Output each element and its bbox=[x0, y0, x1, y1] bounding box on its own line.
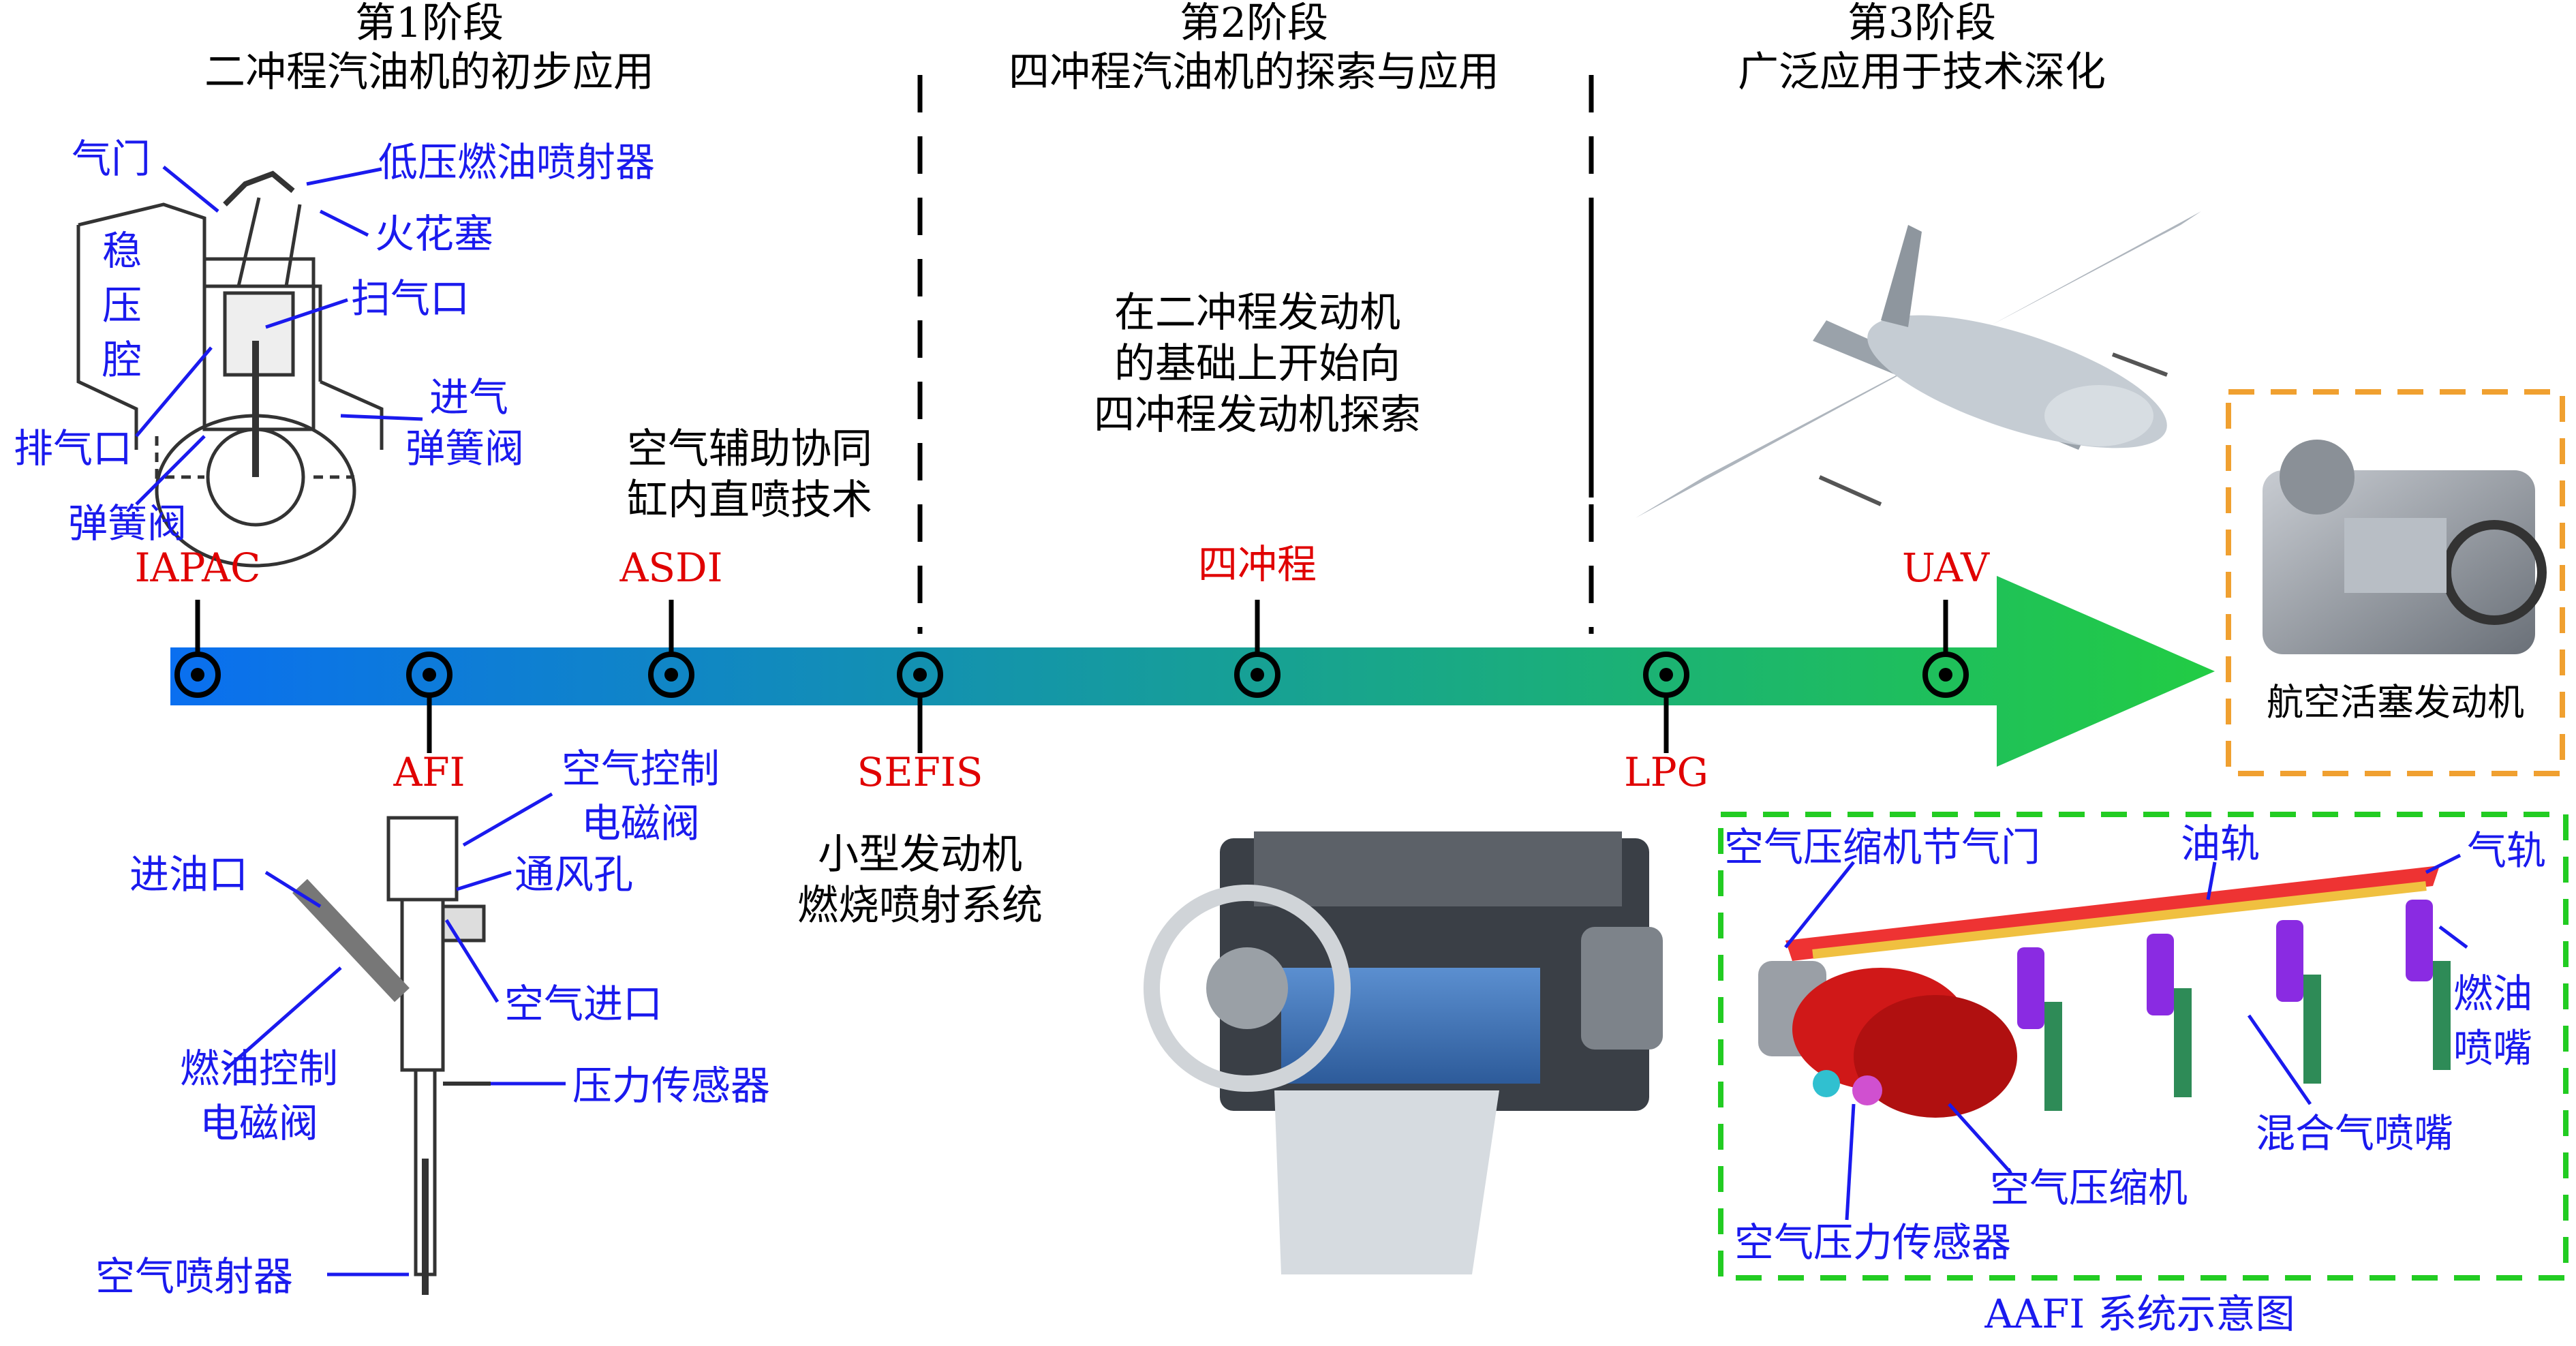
four-stroke-note-line-3: 四冲程发动机探索 bbox=[1094, 391, 1421, 439]
timeline-nodes bbox=[195, 600, 1948, 753]
tech-label-lpg: LPG bbox=[1624, 749, 1708, 795]
asdi-note-line-1: 空气辅助协同 bbox=[627, 425, 872, 473]
tech-label-sefis: SEFIS bbox=[857, 749, 983, 795]
stage-2-desc: 四冲程汽油机的探索与应用 bbox=[1009, 48, 1499, 96]
afi-label-air-solenoid-1: 空气控制 bbox=[561, 746, 720, 792]
four-stroke-note-line-2: 的基础上开始向 bbox=[1114, 340, 1400, 388]
tech-label-four-stroke: 四冲程 bbox=[1197, 541, 1317, 587]
asdi-note-line-2: 缸内直喷技术 bbox=[627, 476, 872, 524]
afi-label-air-solenoid-2: 电磁阀 bbox=[581, 800, 701, 846]
aafi-label-fuel-rail: 油轨 bbox=[2181, 821, 2260, 867]
afi-label-pressure-sensor: 压力传感器 bbox=[572, 1062, 771, 1109]
aafi-label-fuel-nozzle-1: 燃油 bbox=[2453, 970, 2533, 1017]
stage-3-desc: 广泛应用于技术深化 bbox=[1738, 48, 2106, 96]
node-asdi[interactable] bbox=[648, 652, 694, 698]
aafi-system-image bbox=[1758, 866, 2451, 1118]
sefis-note-line-2: 燃烧喷射系统 bbox=[797, 882, 1043, 930]
timeline-arrow bbox=[170, 576, 2215, 767]
node-afi[interactable] bbox=[406, 652, 453, 698]
tech-label-iapac: IAPAC bbox=[134, 545, 261, 591]
node-uav[interactable] bbox=[1922, 652, 1969, 698]
node-four-stroke[interactable] bbox=[1234, 652, 1281, 698]
node-iapac[interactable] bbox=[174, 652, 221, 698]
iapac-label-scavenge-port: 扫气口 bbox=[351, 275, 470, 322]
iapac-engine-drawing bbox=[76, 170, 384, 568]
aafi-caption: AAFI 系统示意图 bbox=[1984, 1291, 2295, 1337]
iapac-label-reed-valve-2: 弹簧阀 bbox=[68, 500, 187, 547]
timeline-node-markers bbox=[174, 652, 1969, 698]
four-stroke-note-line-1: 在二冲程发动机 bbox=[1114, 289, 1400, 337]
annotation-leaders bbox=[135, 166, 2468, 1276]
iapac-label-intake: 进气 bbox=[429, 374, 509, 420]
stage-1-desc: 二冲程汽油机的初步应用 bbox=[204, 48, 654, 96]
afi-label-air-inlet: 空气进口 bbox=[504, 981, 663, 1027]
stage-3-label: 第3阶段 bbox=[1847, 0, 1997, 47]
aafi-label-air-pressure-sensor: 空气压力传感器 bbox=[1734, 1219, 2012, 1266]
iapac-label-plenum-1: 稳 bbox=[102, 228, 142, 274]
iapac-label-plenum-2: 压 bbox=[102, 282, 142, 328]
iapac-label-exhaust-port: 排气口 bbox=[14, 425, 133, 472]
iapac-label-reed-valve-1: 弹簧阀 bbox=[405, 425, 525, 472]
afi-label-fuel-solenoid-1: 燃油控制 bbox=[179, 1045, 339, 1092]
afi-label-fuel-inlet: 进油口 bbox=[129, 851, 249, 898]
afi-label-vent: 通风孔 bbox=[515, 851, 634, 898]
node-lpg[interactable] bbox=[1643, 652, 1689, 698]
iapac-label-plenum-3: 腔 bbox=[102, 337, 142, 383]
aafi-label-air-rail: 气轨 bbox=[2467, 827, 2547, 874]
tech-label-asdi: ASDI bbox=[619, 545, 723, 591]
tech-label-uav: UAV bbox=[1902, 545, 1989, 591]
iapac-label-spark-plug: 火花塞 bbox=[375, 211, 494, 257]
iapac-label-lp-injector: 低压燃油喷射器 bbox=[378, 139, 656, 185]
stage-2-label: 第2阶段 bbox=[1179, 0, 1329, 47]
afi-label-fuel-solenoid-2: 电磁阀 bbox=[199, 1100, 319, 1146]
aafi-system-box bbox=[1718, 812, 2569, 1281]
four-stroke-engine-image bbox=[1144, 831, 1663, 1274]
aafi-label-fuel-nozzle-2: 喷嘴 bbox=[2453, 1025, 2533, 1071]
aviation-engine-caption: 航空活塞发动机 bbox=[2267, 681, 2524, 724]
aviation-engine-box bbox=[2226, 389, 2565, 776]
uav-image bbox=[1636, 211, 2201, 518]
iapac-label-valve: 气门 bbox=[72, 136, 151, 182]
aafi-label-air-compressor: 空气压缩机 bbox=[1990, 1165, 2188, 1211]
stage-1-label: 第1阶段 bbox=[354, 0, 504, 47]
aafi-label-compressor-throttle: 空气压缩机节气门 bbox=[1724, 824, 2041, 870]
node-sefis[interactable] bbox=[897, 652, 943, 698]
aviation-engine-image bbox=[2263, 440, 2547, 654]
aafi-label-mixture-nozzle: 混合气喷嘴 bbox=[2256, 1110, 2454, 1157]
tech-label-afi: AFI bbox=[393, 749, 465, 795]
sefis-note-line-1: 小型发动机 bbox=[818, 831, 1022, 878]
afi-label-air-injector: 空气喷射器 bbox=[95, 1253, 294, 1300]
